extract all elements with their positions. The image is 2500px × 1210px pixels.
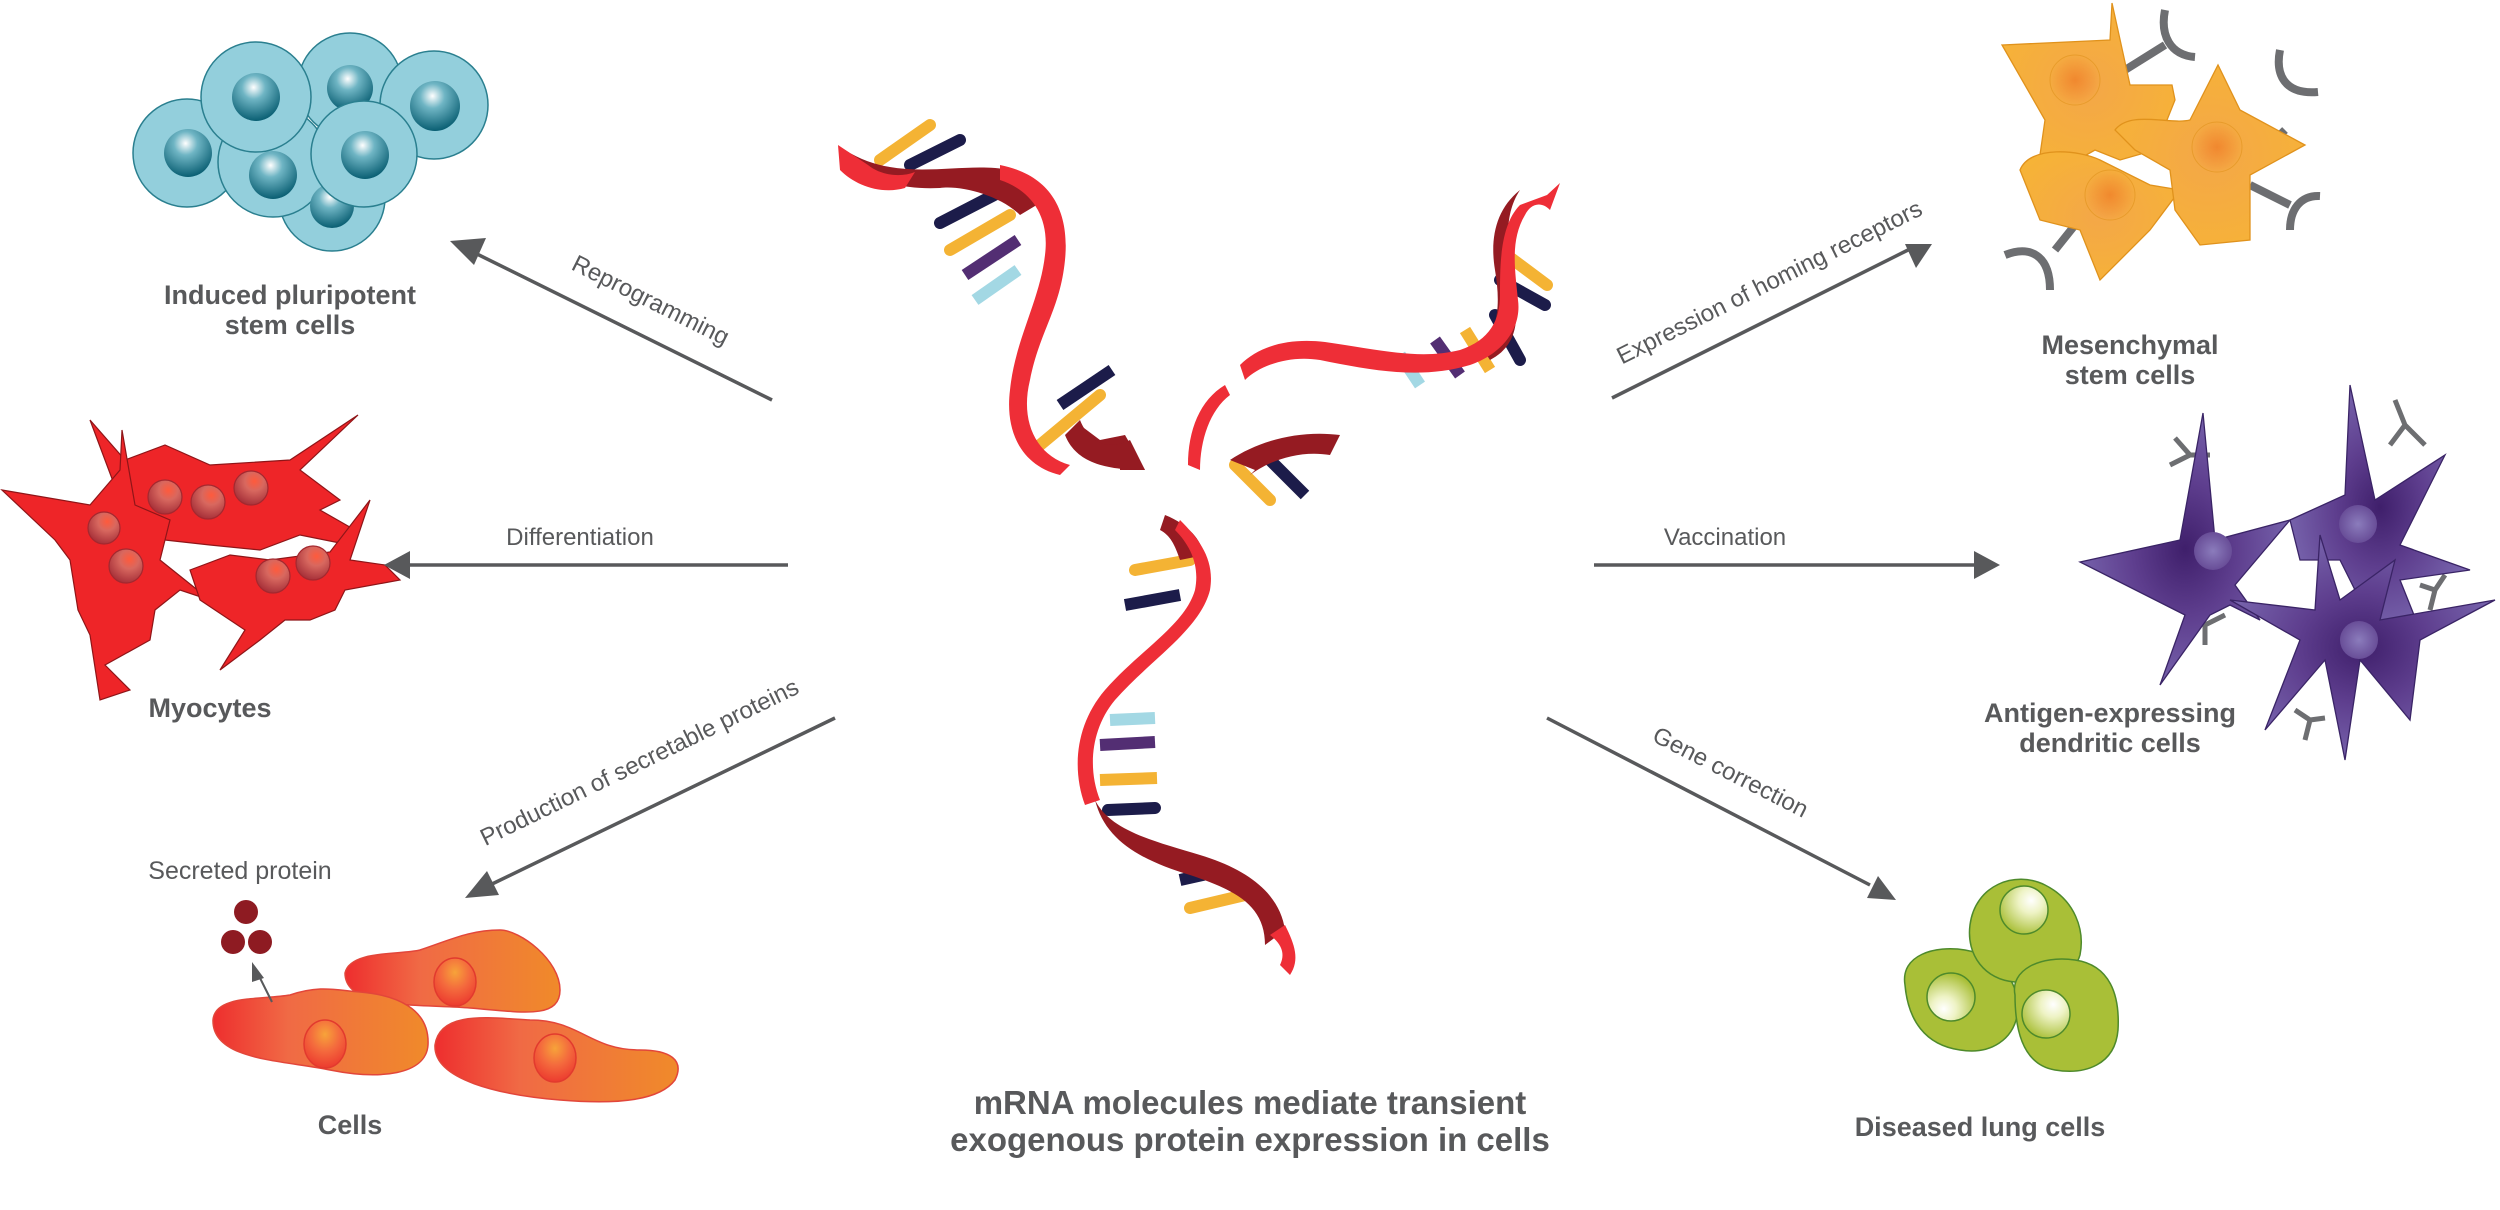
- lung-cells-illustration: [1903, 878, 2119, 1072]
- label-vaccination: Vaccination: [1663, 524, 1787, 551]
- myocytes-illustration: [0, 414, 402, 701]
- label-differentiation: Differentiation: [506, 524, 654, 551]
- label-dendritic: Antigen-expressing dendritic cells: [1983, 698, 2237, 759]
- secretory-cells-illustration: [212, 929, 679, 1103]
- label-lung: Diseased lung cells: [1854, 1112, 2106, 1142]
- msc-illustration: [2000, 2, 2321, 291]
- secretion-arrow-icon: [252, 962, 273, 1003]
- homing-receptors-arrow: [1611, 244, 1932, 400]
- label-ipsc: Induced pluripotent stem cells: [164, 280, 416, 341]
- label-cells: Cells: [317, 1110, 383, 1140]
- dendritic-cells-illustration: [2078, 384, 2496, 761]
- gene-correction-arrow: [1546, 716, 1896, 900]
- arrows-layer: [384, 238, 2000, 900]
- label-msc: Mesenchymal stem cells: [2041, 330, 2219, 391]
- secretion-production-arrow: [465, 716, 836, 898]
- label-myocytes: Myocytes: [148, 693, 272, 723]
- vaccination-arrow: [1594, 551, 2000, 579]
- ipsc-cluster-illustration: [132, 32, 489, 252]
- mrna-helix-illustration: [838, 119, 1560, 975]
- secreted-protein-icon: [221, 900, 272, 954]
- reprogramming-arrow: [450, 238, 773, 402]
- label-secreted-protein: Secreted protein: [148, 857, 332, 885]
- differentiation-arrow: [384, 551, 788, 579]
- diagram-title: mRNA molecules mediate transient exogeno…: [950, 1084, 1550, 1158]
